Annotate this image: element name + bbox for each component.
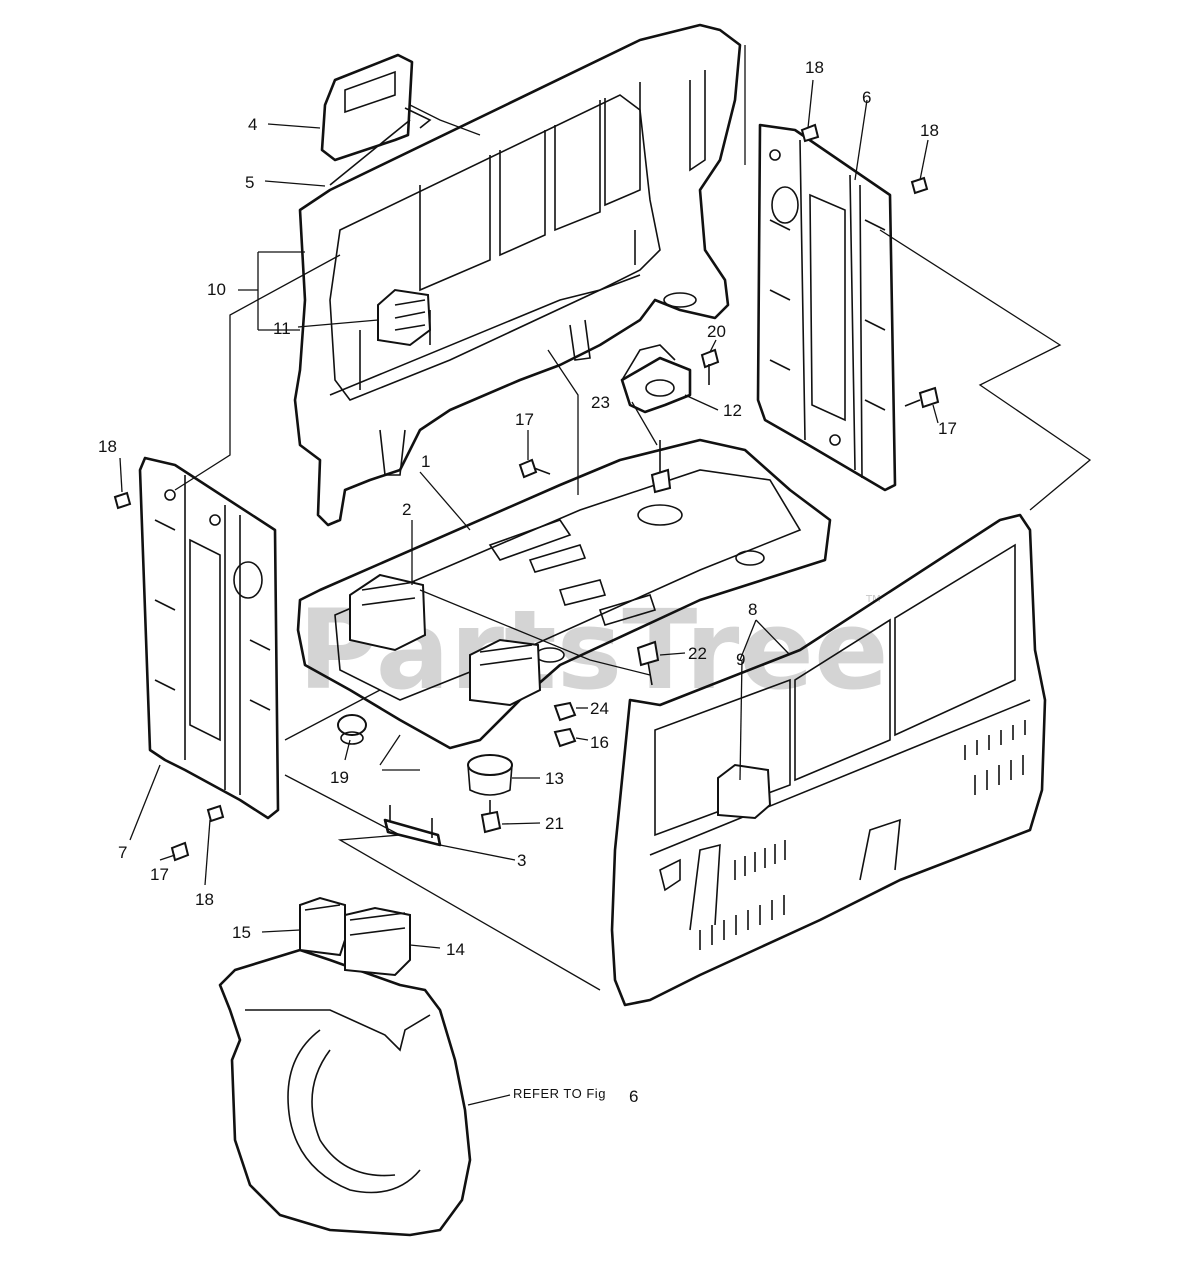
callout-13: 13 [545,769,564,788]
callout-11: 11 [273,319,291,338]
callout-16: 16 [590,733,609,752]
callout-20: 20 [707,322,726,341]
callout-5: 5 [245,173,254,192]
callout-18: 18 [98,437,117,456]
callout-9: 9 [736,650,745,669]
callout-2: 2 [402,500,411,519]
callout-6: 6 [862,88,871,107]
callout-19: 19 [330,768,349,787]
callout-24: 24 [590,699,609,718]
hardware-drawing [113,123,940,862]
fan-housing-drawing [218,896,472,1237]
reference-note-text: REFER TO Fig [513,1086,606,1101]
callout-10: 10 [207,280,226,299]
right-side-panel-drawing [756,123,897,492]
front-housing-drawing [610,513,1047,1007]
left-side-panel-drawing [138,456,280,820]
vent-slots [699,720,1026,950]
callout-8: 8 [748,600,757,619]
callout-12: 12 [723,401,742,420]
callout-22: 22 [688,644,707,663]
reference-note: REFER TO Fig 6 [513,1086,638,1106]
cover-plate-drawing [320,53,432,186]
callout-1: 1 [421,452,430,471]
terminal-block-2 [349,573,542,707]
watermark-trademark: TM [865,594,881,605]
callout-3: 3 [517,851,526,870]
reference-note-figure: 6 [629,1087,638,1106]
callout-17: 17 [150,865,169,884]
callout-4: 4 [248,115,257,134]
rear-panel-drawing [293,23,742,527]
callout-23: 23 [591,393,610,412]
callout-17: 17 [515,410,534,429]
callouts: 18 6 18 4 5 10 11 20 23 12 17 17 18 1 2 … [98,58,957,959]
callout-14: 14 [446,940,465,959]
callout-17: 17 [938,419,957,438]
callout-18: 18 [195,890,214,909]
callout-18: 18 [805,58,824,77]
callout-7: 7 [118,843,127,862]
callout-18: 18 [920,121,939,140]
base-tray-drawing [296,438,832,750]
leader-lines [119,45,1092,1106]
callout-15: 15 [232,923,251,942]
callout-21: 21 [545,814,564,833]
terminal-block-11 [377,288,432,347]
